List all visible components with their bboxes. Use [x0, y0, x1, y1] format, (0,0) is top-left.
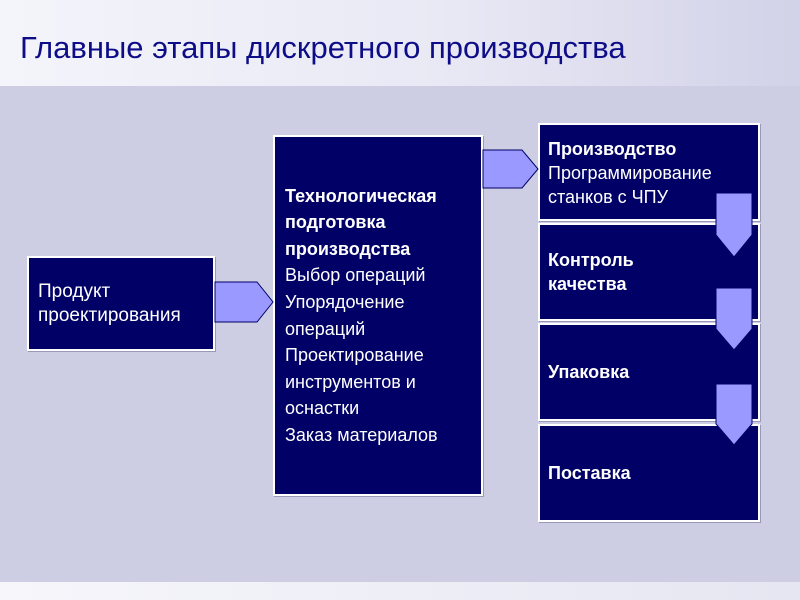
- tech-box-item: Заказ материалов: [285, 424, 438, 445]
- product-box-line: проектирования: [38, 304, 181, 326]
- slide-title: Главные этапы дискретного производства: [20, 30, 626, 65]
- tech-box-item: Проектирование: [285, 345, 424, 366]
- quality-line: Контроль: [548, 250, 634, 270]
- quality-line: качества: [548, 274, 627, 294]
- tech-box-item: Выбор операций: [285, 265, 426, 286]
- production-stage-box: Производство Программирование станков с …: [538, 123, 760, 221]
- tech-box-heading: Технологическая: [285, 185, 437, 206]
- packing-line: Упаковка: [548, 362, 630, 382]
- footer-band: [0, 582, 800, 600]
- packing-box: Упаковка: [538, 323, 760, 421]
- tech-box-item: операций: [285, 318, 366, 339]
- quality-control-box: Контроль качества: [538, 223, 760, 321]
- header-band: [0, 0, 800, 86]
- delivery-line: Поставка: [548, 463, 631, 483]
- product-box-line: Продукт: [38, 280, 111, 302]
- production-heading: Производство: [548, 139, 677, 159]
- tech-box-item: инструментов и: [285, 371, 416, 392]
- tech-preparation-box: Технологическая подготовка производства …: [273, 135, 483, 496]
- tech-box-item: оснастки: [285, 398, 360, 419]
- production-line: станков с ЧПУ: [548, 187, 669, 207]
- delivery-box: Поставка: [538, 424, 760, 522]
- production-line: Программирование: [548, 163, 712, 183]
- tech-box-item: Упорядочение: [285, 291, 405, 312]
- product-design-box: Продукт проектирования: [27, 256, 215, 351]
- tech-box-heading: производства: [285, 238, 411, 259]
- tech-box-heading: подготовка: [285, 212, 386, 233]
